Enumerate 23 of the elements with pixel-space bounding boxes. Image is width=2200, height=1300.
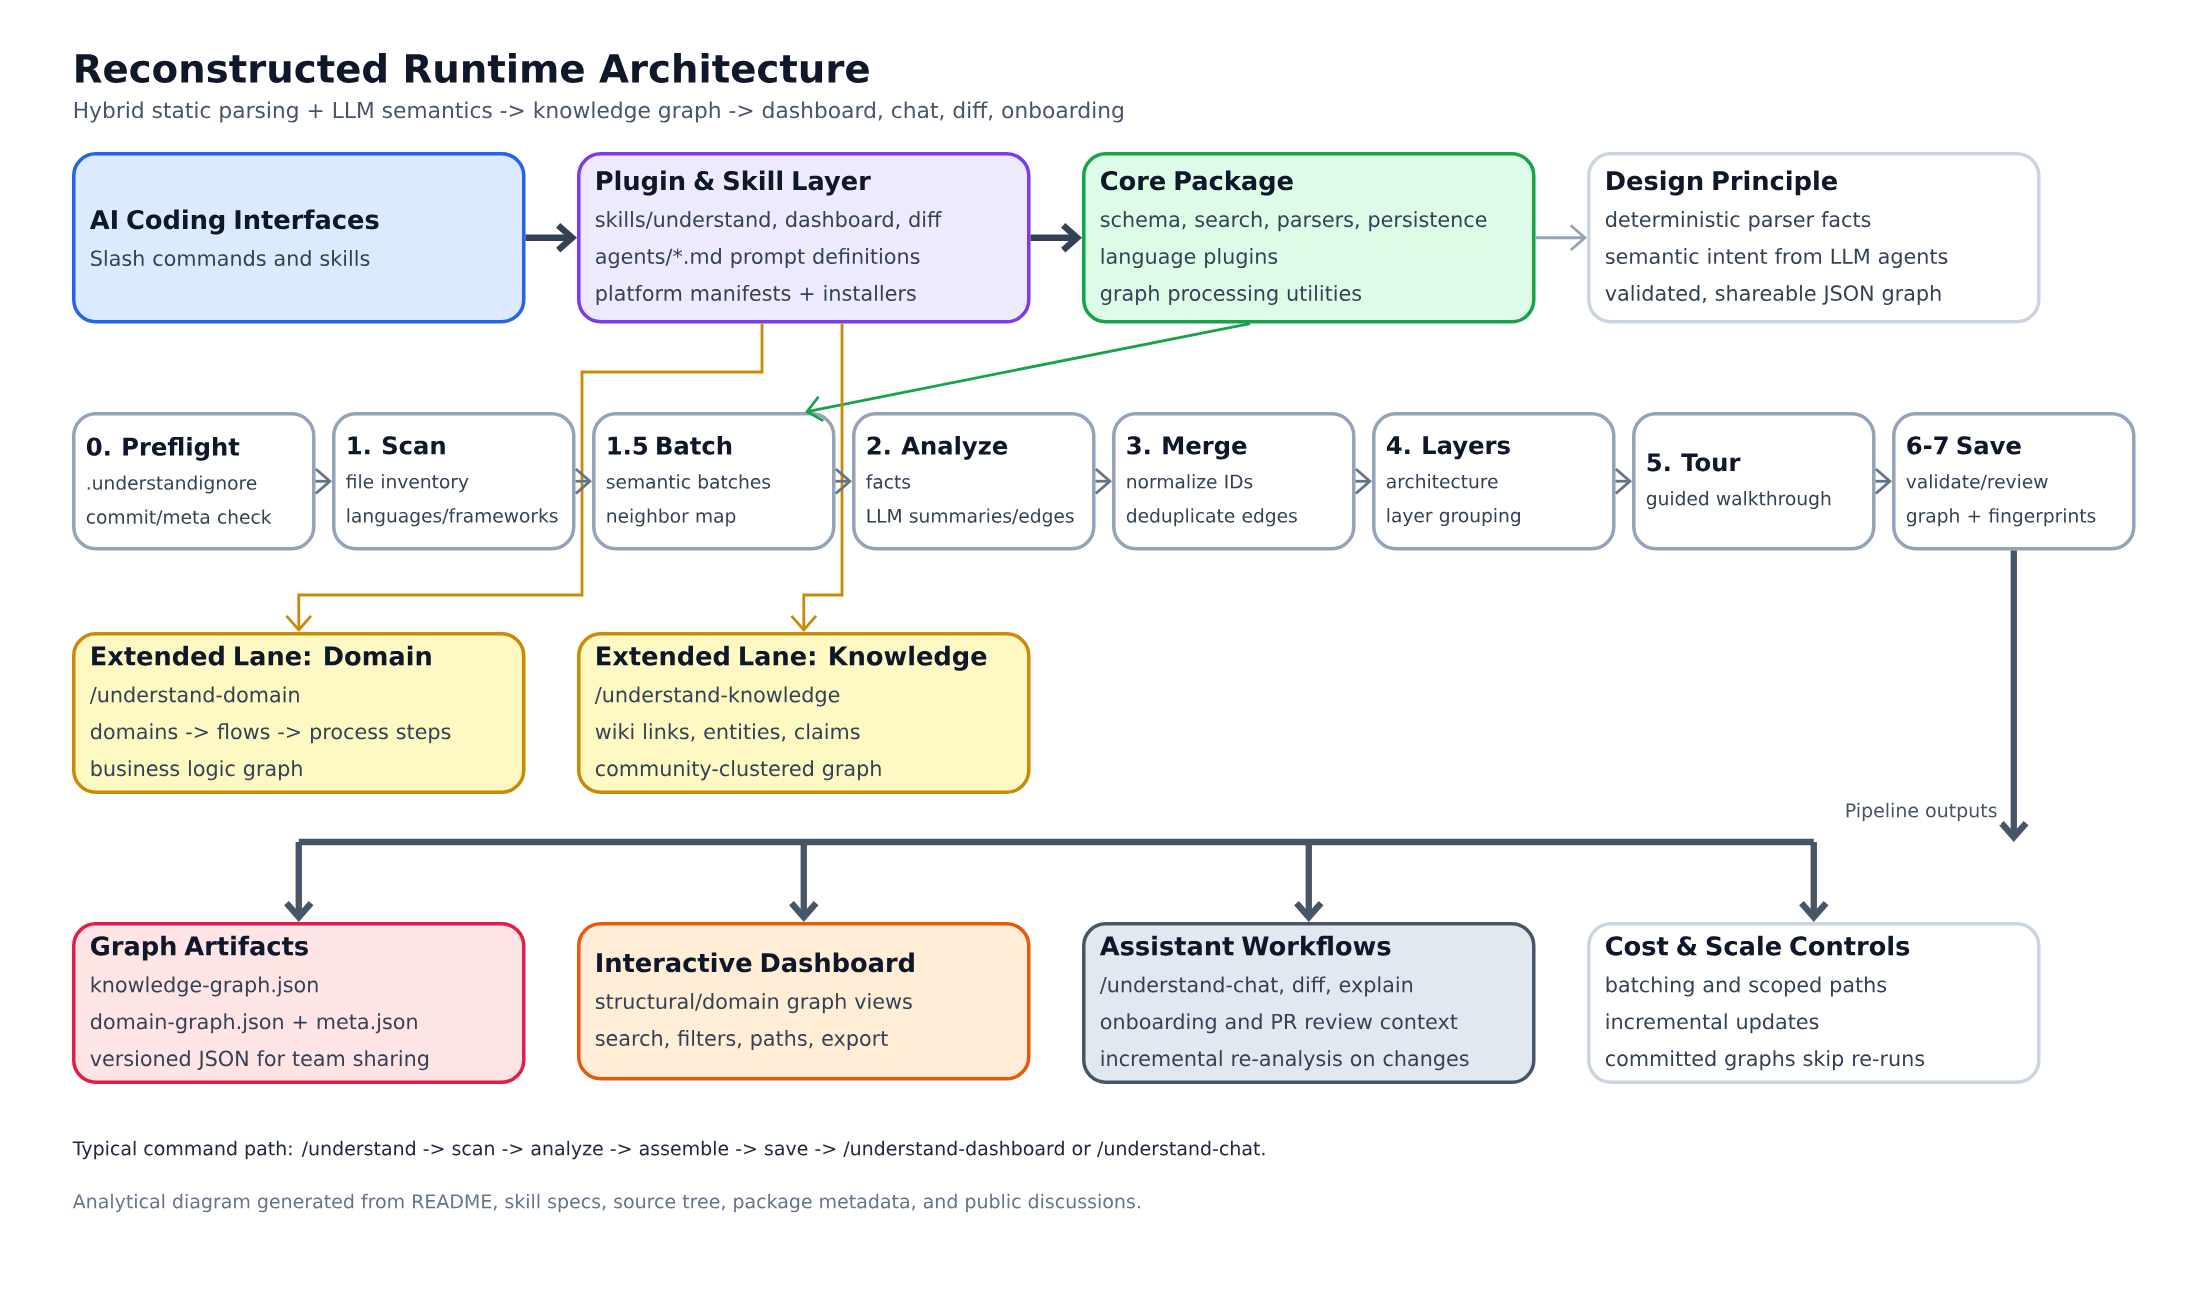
subtitle: Hybrid static parsing + LLM semantics -> knowledge graph -> dashboard, chat, diff, onboarding <box>74 101 1123 123</box>
component-box: AI Coding Interfaces Slash commands and skills <box>72 152 526 324</box>
pipeline-step-box: 0. Preflight .understandignore commit/meta check <box>72 412 316 551</box>
pipeline-step-box: 5. Tour guided walkthrough <box>1632 412 1876 551</box>
lane-box: Extended Lane: Domain /understand-domain domains -> flows -> process steps business logic graph <box>72 632 526 795</box>
output-box: Cost & Scale Controls batching and scoped paths incremental updates committed graphs skip re-runs <box>1587 922 2041 1085</box>
component-box: Core Package schema, search, parsers, persistence language plugins graph processing utilities <box>1082 152 1536 324</box>
diagram-title: Reconstructed Runtime Architecture <box>76 53 869 83</box>
component-box: Design Principle deterministic parser facts semantic intent from LLM agents validated, shareable JSON graph <box>1587 152 2041 324</box>
note: Analytical diagram generated from README, skill specs, source tree, package metadata, and public discussions. <box>72 1193 1140 1213</box>
lane-box: Extended Lane: Knowledge /understand-knowledge wiki links, entities, claims community-clustered graph <box>577 632 1031 795</box>
edge-label: Pipeline outputs <box>1841 799 2002 825</box>
component-box: Plugin & Skill Layer skills/understand, dashboard, diff agents/*.md prompt definitions platform manifests + installers <box>577 152 1031 324</box>
pipeline-step-box: 6-7 Save validate/review graph + fingerprints <box>1892 412 2136 551</box>
pipeline-step-box: 3. Merge normalize IDs deduplicate edges <box>1112 412 1356 551</box>
pipeline-step-box: 1. Scan file inventory languages/frameworks <box>332 412 576 551</box>
output-box: Graph Artifacts knowledge-graph.json domain-graph.json + meta.json versioned JSON for team sharing <box>72 922 526 1085</box>
output-box: Assistant Workflows /understand-chat, diff, explain onboarding and PR review context incremental re-analysis on changes <box>1082 922 1536 1085</box>
note: Typical command path: /understand -> scan -> analyze -> assemble -> save -> /understand-dashboard or /understand-chat. <box>72 1140 1265 1160</box>
pipeline-step-box: 4. Layers architecture layer grouping <box>1372 412 1616 551</box>
pipeline-step-box: 2. Analyze facts LLM summaries/edges <box>852 412 1096 551</box>
pipeline-step-box: 1.5 Batch semantic batches neighbor map <box>592 412 836 551</box>
output-box: Interactive Dashboard structural/domain graph views search, filters, paths, export <box>577 922 1031 1081</box>
